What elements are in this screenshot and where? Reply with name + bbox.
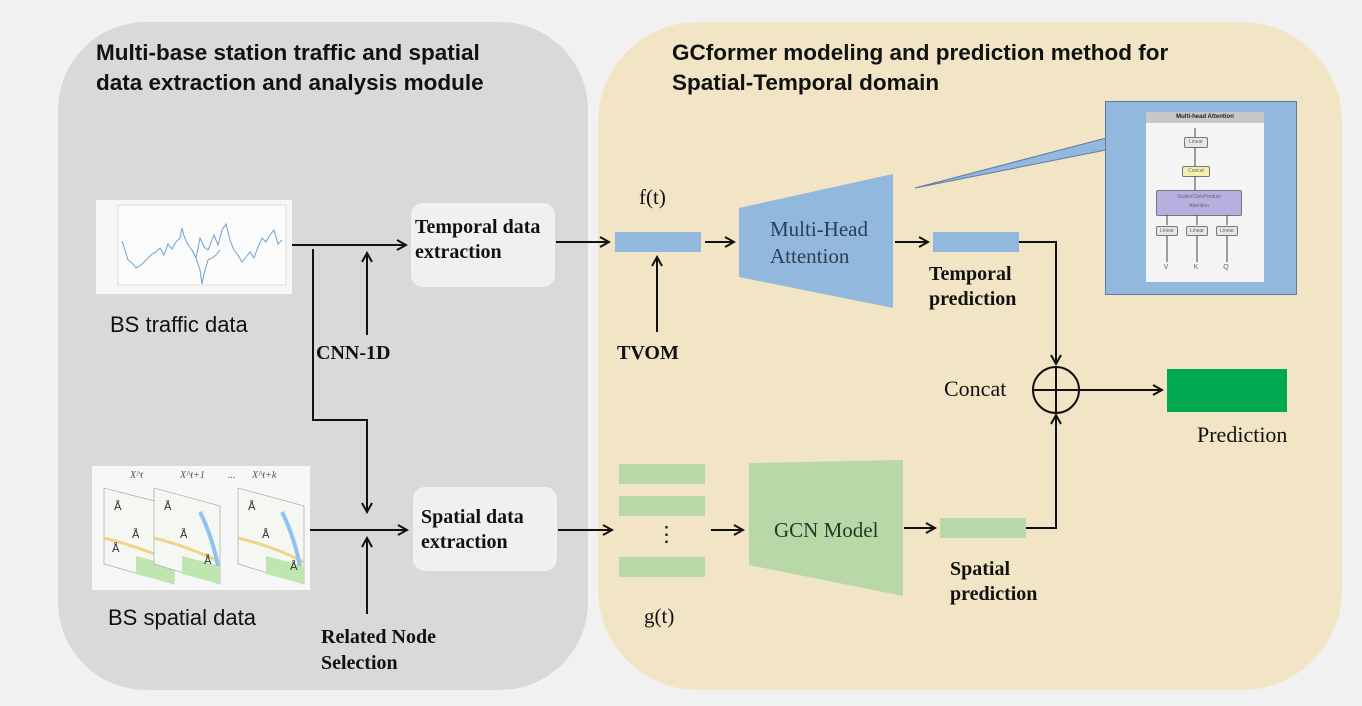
cnn-1d-label: CNN-1D [316,342,391,364]
right-title-line1: GCformer modeling and prediction method … [672,40,1169,65]
g-t-feature-bar-n [619,557,705,577]
spatial-prediction-label: Spatial prediction [950,557,1037,607]
left-panel-title: Multi-base station traffic and spatial d… [96,38,576,98]
right-panel-title: GCformer modeling and prediction method … [672,38,1232,98]
related-node-line1: Related Node [321,626,436,648]
inset-sdpa-line1: Scaled Dot-Product [1177,194,1221,200]
g-t-feature-bar-1 [619,464,705,484]
g-t-feature-bar-2 [619,496,705,516]
inset-linear-v: Linear [1156,226,1178,236]
inset-figure: Multi-head Attention Linear Concat Scale… [1146,112,1264,282]
gcn-model-label: GCN Model [774,518,879,542]
svg-text:Å: Å [290,560,298,573]
zoom-callout-triangle [914,137,1107,189]
concat-circle-plus-icon [1032,366,1080,414]
map-frame-3 [237,487,305,585]
map-frame-2 [153,487,221,585]
spatial-extraction-box: Spatial data extraction [413,487,557,571]
concat-label: Concat [944,376,1007,401]
temporal-prediction-bar [933,232,1019,252]
gcn-model-trapezoid [749,460,903,596]
spatial-prediction-line1: Spatial [950,558,1011,580]
spatial-prediction-line2: prediction [950,583,1038,605]
inset-arrows [1166,128,1228,262]
svg-text:Å: Å [248,500,256,513]
frame-label-3: X^t+k [251,470,277,481]
inset-sdpa-line2: Attention [1189,203,1209,209]
svg-text:Å: Å [114,500,122,513]
prediction-label: Prediction [1197,422,1288,447]
frame-label-0: X^t [129,470,143,481]
right-title-line2: Spatial-Temporal domain [672,70,940,95]
tvom-label: TVOM [617,342,679,364]
spatial-pred-to-concat-arrow [1026,415,1056,529]
f-t-label: f(t) [639,185,666,209]
inset-input-k: K [1193,264,1199,271]
inset-title: Multi-head Attention [1146,112,1264,123]
multi-head-attention-trapezoid [739,174,893,308]
traffic-to-spatial-arrow [312,249,367,512]
svg-text:Å: Å [262,528,270,541]
spatial-caption: BS spatial data [108,605,256,630]
temporal-pred-to-concat-arrow [1019,241,1056,364]
temporal-prediction-line2: prediction [929,288,1017,310]
inset-input-q: Q [1223,264,1229,271]
svg-text:Å: Å [112,542,120,555]
spatial-extraction-line1: Spatial data [421,506,524,528]
svg-text:Å: Å [164,500,172,513]
spatial-map-stack-icon: X^t X^t+1 ... X^t+k ÅÅÅ ÅÅÅ ÅÅÅ [103,470,305,585]
svg-text:Å: Å [132,528,140,541]
inset-input-v: V [1163,264,1169,271]
svg-text:Å: Å [180,528,188,541]
temporal-prediction-line1: Temporal [929,263,1012,285]
inset-linear-top: Linear [1184,137,1208,148]
frame-label-2: ... [228,470,236,481]
related-node-line2: Selection [321,652,398,674]
vertical-ellipsis: ⋮ [656,522,677,546]
multi-head-attention-inset: Multi-head Attention Linear Concat Scale… [1105,101,1297,295]
frame-label-1: X^t+1 [179,470,205,481]
spatial-prediction-bar [940,518,1026,538]
inset-linear-q: Linear [1216,226,1238,236]
mha-label: Multi-Head Attention [770,216,868,270]
traffic-chart-thumbnail [96,200,292,294]
traffic-line-chart-icon [117,204,287,286]
traffic-caption: BS traffic data [110,312,248,337]
mha-label-line1: Multi-Head [770,217,868,241]
mha-label-line2: Attention [770,244,850,268]
inset-sdpa: Scaled Dot-Product Attention [1156,190,1242,216]
left-title-line2: data extraction and analysis module [96,70,484,95]
left-title-line1: Multi-base station traffic and spatial [96,40,480,65]
f-t-feature-bar [615,232,701,252]
inset-concat: Concat [1182,166,1210,177]
prediction-output-bar [1167,369,1287,412]
temporal-extraction-box: Temporal data extraction [411,203,555,287]
temporal-extraction-line2: extraction [415,241,502,263]
inset-linear-k: Linear [1186,226,1208,236]
related-node-label: Related Node Selection [321,624,436,676]
temporal-prediction-label: Temporal prediction [929,262,1016,312]
g-t-label: g(t) [644,604,675,628]
spatial-extraction-line2: extraction [421,531,508,553]
temporal-extraction-line1: Temporal data [415,216,541,238]
svg-text:Å: Å [204,554,212,567]
